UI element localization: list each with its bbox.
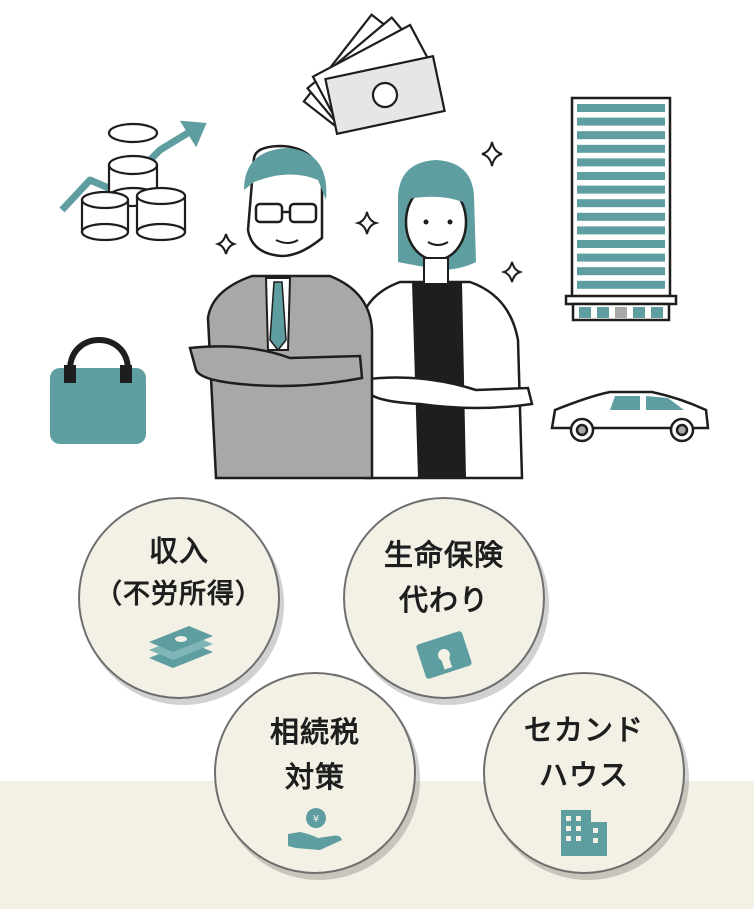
coin-stack-icon bbox=[59, 120, 207, 242]
building-window-row bbox=[577, 253, 665, 262]
building-window-row bbox=[577, 172, 665, 180]
badge-inheritance-tax: 相続税 対策 ¥ bbox=[214, 672, 416, 874]
building-window-row bbox=[577, 226, 665, 235]
building-window-row bbox=[577, 240, 665, 248]
badge-life-insurance-line2: 代わり bbox=[398, 582, 489, 617]
badge-second-house: セカンド ハウス bbox=[483, 672, 685, 874]
businesswoman bbox=[357, 160, 534, 480]
insurance-card-icon bbox=[416, 631, 472, 679]
money-stack-icon bbox=[149, 625, 213, 668]
car-icon bbox=[550, 390, 710, 443]
badge-income: 収入 （不労所得） bbox=[78, 497, 280, 699]
building-window-row bbox=[577, 199, 665, 208]
badge-life-insurance-label: 生命保険 代わり bbox=[384, 533, 504, 623]
illustration bbox=[50, 13, 710, 480]
building-window-row bbox=[577, 280, 665, 289]
sparkle-icon bbox=[214, 141, 524, 283]
badge-second-house-line1: セカンド bbox=[523, 713, 644, 747]
badge-inheritance-tax-label: 相続税 対策 bbox=[270, 710, 360, 800]
badge-income-line1: 収入 bbox=[148, 534, 209, 568]
building-window-row bbox=[577, 117, 665, 126]
badge-second-house-label: セカンド ハウス bbox=[524, 708, 644, 798]
badge-income-label: 収入 （不労所得） bbox=[95, 529, 263, 616]
hand-coin-icon: ¥ bbox=[288, 807, 342, 850]
badge-income-line2: （不労所得） bbox=[95, 578, 263, 610]
building-window-row bbox=[577, 104, 665, 112]
banknotes-icon bbox=[302, 13, 446, 136]
badge-inheritance-tax-line1: 相続税 bbox=[269, 715, 360, 749]
building-window-row bbox=[577, 144, 665, 153]
businessman bbox=[188, 144, 374, 480]
building-window-row bbox=[577, 158, 665, 167]
badge-second-house-line2: ハウス bbox=[538, 757, 629, 792]
svg-text:¥: ¥ bbox=[313, 814, 319, 825]
building-window-row bbox=[577, 131, 665, 140]
handbag-icon bbox=[50, 337, 146, 444]
building-window-row bbox=[577, 212, 665, 221]
badge-inheritance-tax-line2: 対策 bbox=[284, 759, 345, 794]
building-window-row bbox=[577, 185, 665, 194]
office-building-icon bbox=[564, 96, 678, 322]
badge-life-insurance-line1: 生命保険 bbox=[383, 538, 504, 572]
building-window-row bbox=[577, 267, 665, 276]
badge-life-insurance: 生命保険 代わり bbox=[343, 497, 545, 699]
building-icon bbox=[561, 809, 607, 856]
